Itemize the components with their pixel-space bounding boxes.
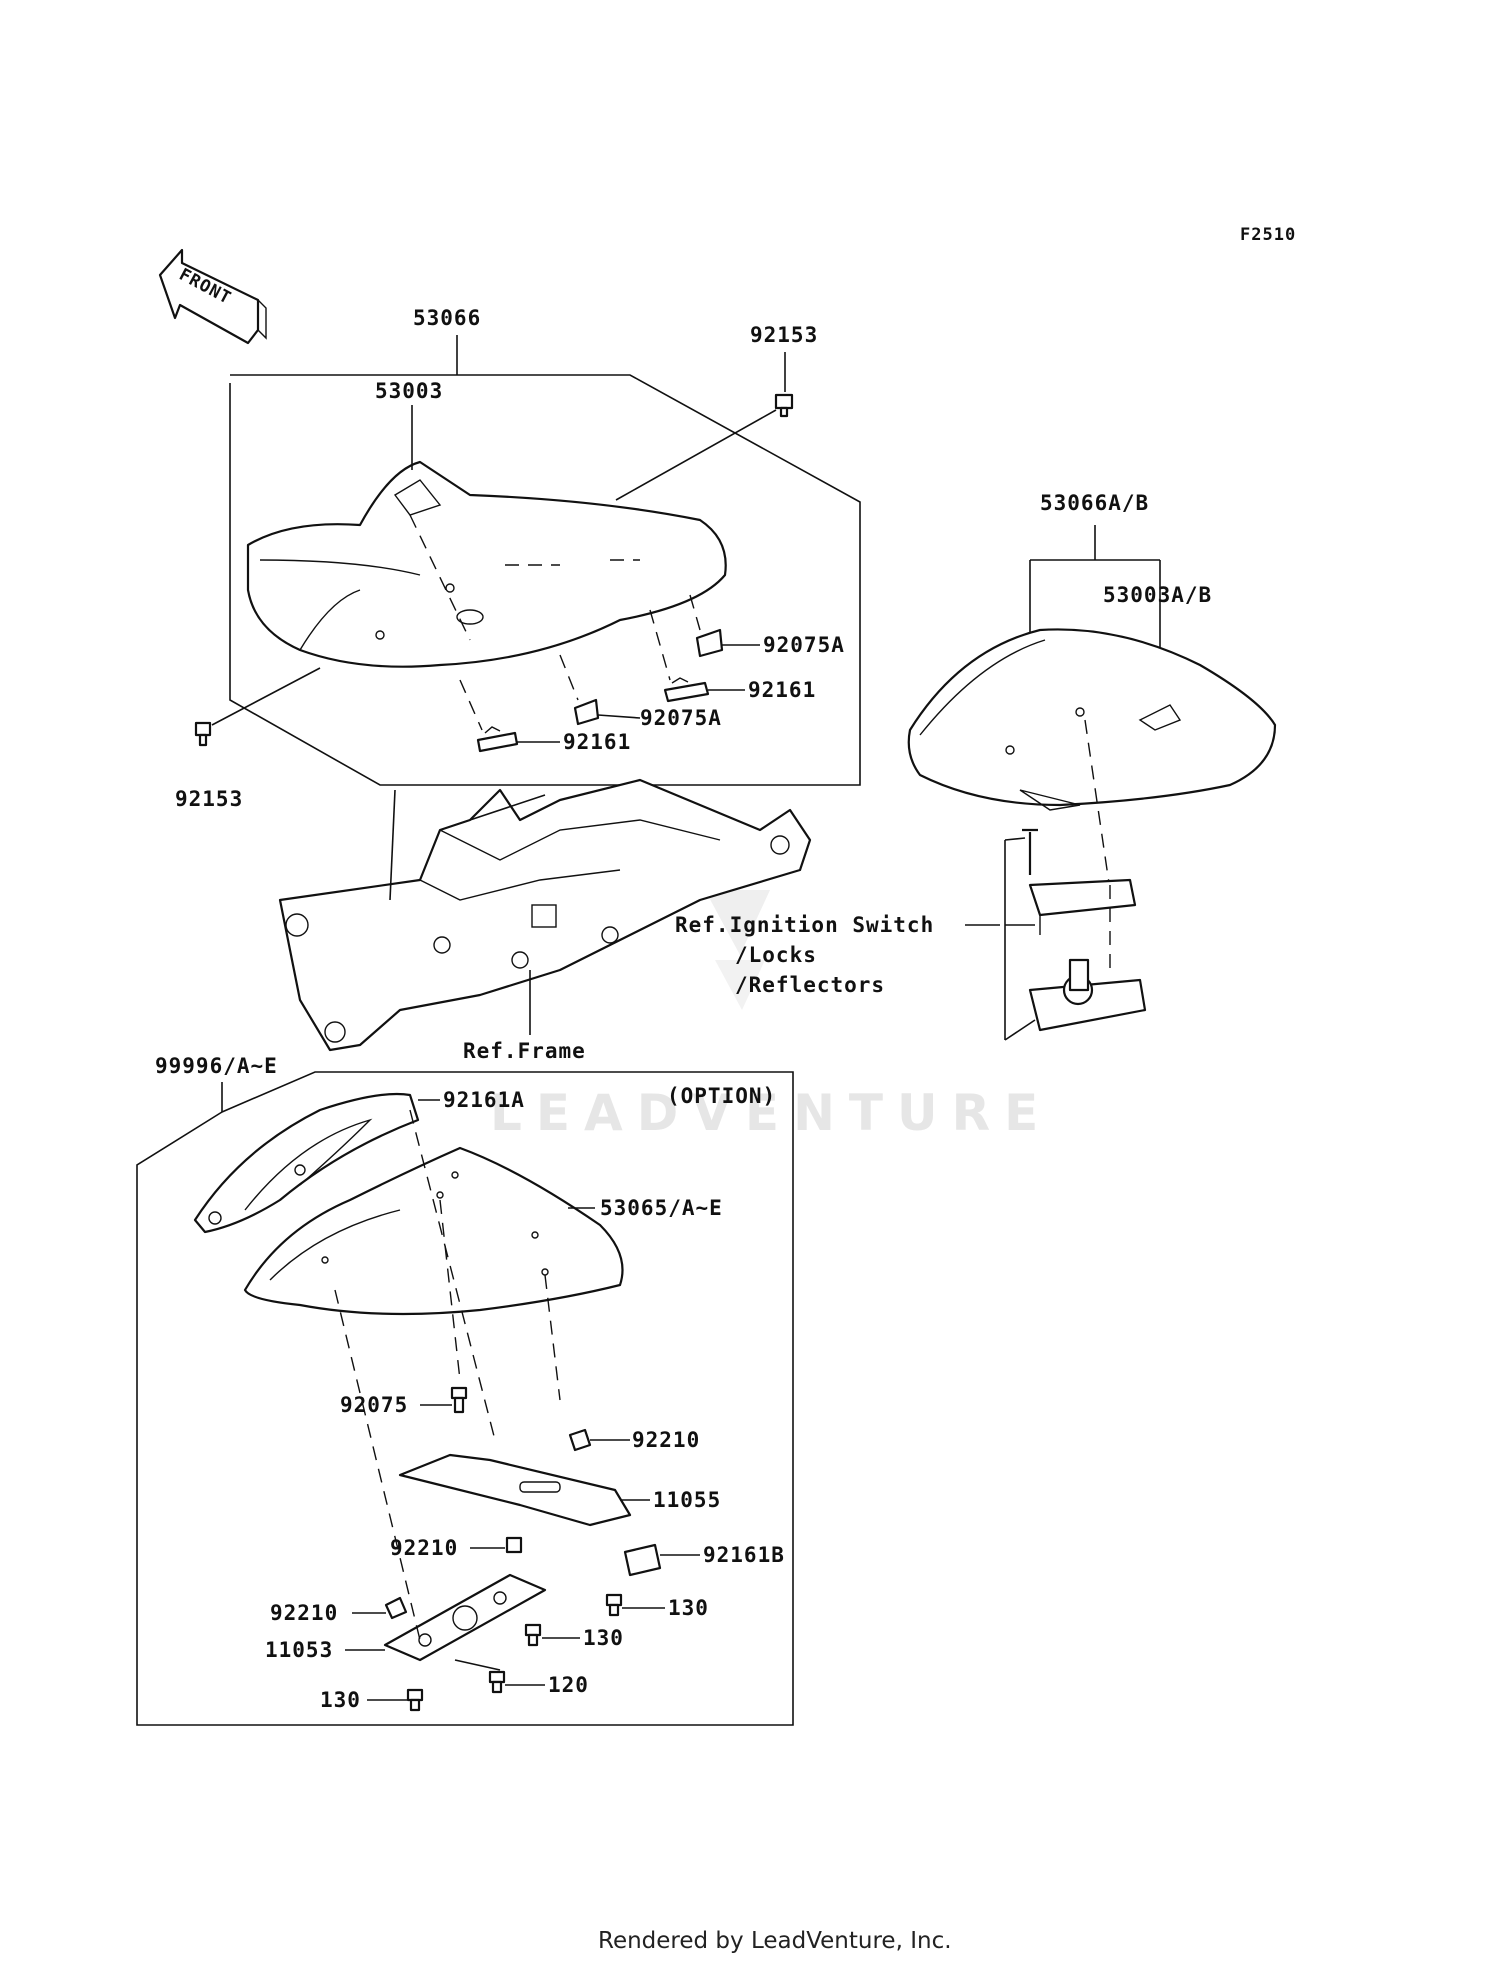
label-ref-ignition-line1: Ref.Ignition Switch <box>675 913 934 937</box>
label-ref-ignition-line2: /Locks <box>735 943 817 967</box>
label-92210-right: 92210 <box>632 1428 700 1452</box>
label-53065: 53065/A~E <box>600 1196 723 1220</box>
label-ref-frame: Ref.Frame <box>463 1039 586 1063</box>
label-92161a: 92161A <box>443 1088 525 1112</box>
label-92153-left: 92153 <box>175 787 243 811</box>
nut-92210-left-icon <box>384 1596 408 1620</box>
label-120: 120 <box>548 1673 589 1697</box>
figure-id: F2510 <box>1240 225 1296 245</box>
label-92210-left: 92210 <box>270 1601 338 1625</box>
nut-92210-mid-icon <box>505 1536 523 1554</box>
clip-92161-right-icon <box>663 677 710 703</box>
watermark-text: LEADVENTURE <box>490 1084 1052 1142</box>
damper-92161b-icon <box>623 1543 662 1577</box>
watermark-logo-icon <box>705 890 770 955</box>
main-seat <box>246 460 727 668</box>
label-92153-top: 92153 <box>750 323 818 347</box>
rear-seat <box>907 628 1277 811</box>
bolt-130-mid-icon <box>524 1623 542 1647</box>
main-seat-group-outline <box>229 374 861 786</box>
bolt-120-icon <box>488 1670 506 1694</box>
render-credit: Rendered by LeadVenture, Inc. <box>598 1928 952 1954</box>
nut-92210-right-icon <box>568 1428 592 1452</box>
label-11053: 11053 <box>265 1638 333 1662</box>
label-92075a-right: 92075A <box>763 633 845 657</box>
label-92161b: 92161B <box>703 1543 785 1567</box>
clip-92161-mid-icon <box>476 726 519 753</box>
option-seat-cowl <box>193 1092 420 1234</box>
bolt-92153-left-icon <box>194 721 212 747</box>
option-group-outline <box>136 1071 794 1726</box>
label-130-right: 130 <box>668 1596 709 1620</box>
label-130-mid: 130 <box>583 1626 624 1650</box>
bolt-92153-top-icon <box>774 393 794 418</box>
label-option-note: (OPTION) <box>667 1084 776 1108</box>
label-92075a-mid: 92075A <box>640 706 722 730</box>
label-92210-mid: 92210 <box>390 1536 458 1560</box>
label-11055: 11055 <box>653 1488 721 1512</box>
label-53003ab: 53003A/B <box>1103 583 1212 607</box>
rear-lock-assembly <box>1022 828 1147 1032</box>
label-53066ab: 53066A/B <box>1040 491 1149 515</box>
cushion-92075a-mid-icon <box>573 698 600 726</box>
watermark-logo-icon <box>715 960 765 1010</box>
bracket-11055 <box>398 1453 632 1527</box>
frame <box>278 778 812 1052</box>
label-92075: 92075 <box>340 1393 408 1417</box>
label-ref-ignition-line3: /Reflectors <box>735 973 885 997</box>
label-92161-right: 92161 <box>748 678 816 702</box>
label-99996: 99996/A~E <box>155 1054 278 1078</box>
bracket-11053 <box>383 1573 547 1662</box>
bolt-130-left-icon <box>406 1688 424 1712</box>
bolt-130-right-icon <box>605 1593 623 1617</box>
label-92161-mid: 92161 <box>563 730 631 754</box>
cushion-92075a-right-icon <box>695 628 724 658</box>
label-53003: 53003 <box>375 379 443 403</box>
option-seat-cover <box>243 1146 624 1316</box>
label-130-left: 130 <box>320 1688 361 1712</box>
label-53066: 53066 <box>413 306 481 330</box>
cushion-92075-icon <box>450 1386 468 1414</box>
watermark: LEADVENTURE <box>490 890 1052 1142</box>
front-arrow-icon: FRONT <box>158 248 267 345</box>
